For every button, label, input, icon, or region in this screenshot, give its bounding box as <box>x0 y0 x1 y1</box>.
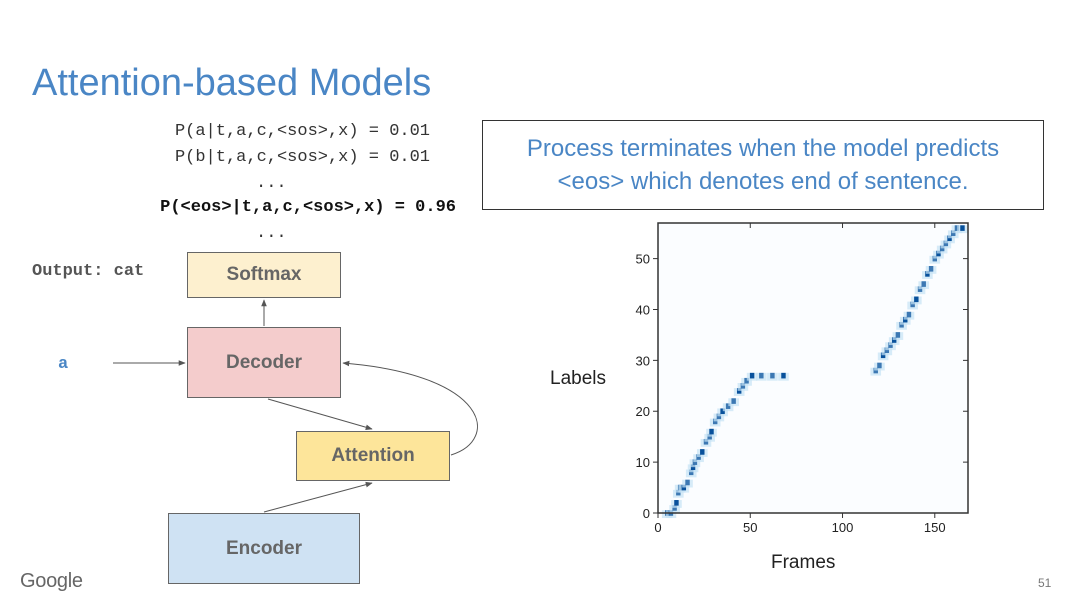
slide-title: Attention-based Models <box>32 62 432 104</box>
google-logo: Google <box>20 570 83 592</box>
x-tick-label: 0 <box>654 520 661 535</box>
heat-cell <box>690 464 696 471</box>
heat-cell <box>700 449 705 455</box>
heat-cell <box>932 255 937 262</box>
prob-ellipsis-2: ... <box>256 224 287 243</box>
softmax-box: Softmax <box>187 252 341 298</box>
heat-cell <box>725 403 731 409</box>
heat-cell <box>936 250 941 257</box>
callout-box: Process terminates when the model predic… <box>482 120 1044 210</box>
heat-cell <box>681 484 687 491</box>
prob-ellipsis-1: ... <box>256 174 287 193</box>
heat-cell <box>928 265 934 272</box>
prob-line-eos: P(<eos>|t,a,c,<sos>,x) = 0.96 <box>160 198 456 217</box>
heat-cell <box>716 413 722 420</box>
attention-box: Attention <box>296 431 450 481</box>
heat-cell <box>674 500 679 506</box>
heat-cell <box>921 281 926 287</box>
y-tick-label: 0 <box>643 506 650 521</box>
heat-cell <box>899 321 904 328</box>
heat-cell <box>951 230 956 236</box>
callout-line-1: Process terminates when the model predic… <box>526 135 1000 162</box>
x-tick-label: 50 <box>743 520 757 535</box>
output-label: Output: cat <box>32 262 145 281</box>
heat-cell <box>703 438 709 445</box>
decoder-box: Decoder <box>187 327 341 398</box>
callout-line-2: <eos> which denotes end of sentence. <box>557 168 969 195</box>
heat-cell <box>906 311 912 318</box>
y-tick-label: 40 <box>636 302 650 317</box>
plot-area <box>658 223 968 513</box>
heat-cell <box>770 372 775 379</box>
heat-cell <box>903 316 908 323</box>
heat-cell <box>917 286 923 292</box>
y-tick-label: 30 <box>636 353 650 368</box>
heat-cell <box>749 372 755 379</box>
y-tick-label: 10 <box>636 455 650 470</box>
heat-cell <box>943 240 949 247</box>
arrow-encoder-attention <box>263 481 373 513</box>
x-tick-label: 100 <box>832 520 854 535</box>
prob-line-b: P(b|t,a,c,<sos>,x) = 0.01 <box>174 148 430 167</box>
heat-cell <box>676 489 681 496</box>
y-tick-label: 50 <box>636 252 650 267</box>
heat-cell <box>947 235 952 242</box>
heat-cell <box>877 362 882 369</box>
heat-cell <box>720 408 725 415</box>
heat-cell <box>731 398 736 404</box>
prob-line-a: P(a|t,a,c,<sos>,x) = 0.01 <box>174 122 430 141</box>
heat-cell <box>880 352 886 359</box>
heat-cell <box>891 337 897 343</box>
arrow-attention-decoder <box>342 360 478 456</box>
x-tick-label: 150 <box>924 520 946 535</box>
heat-cell <box>895 332 901 338</box>
attention-heatmap: 0 50 100 150 0 10 20 30 40 50 <box>636 222 969 535</box>
input-label: a <box>58 355 69 374</box>
heat-cell <box>960 225 965 231</box>
heat-cell <box>689 469 694 476</box>
heat-cell <box>925 271 930 277</box>
heat-cell <box>759 372 764 379</box>
heat-cell <box>709 428 714 435</box>
heat-cell <box>873 367 878 374</box>
heat-cell <box>884 347 890 353</box>
heat-cell <box>692 459 698 465</box>
arrow-decoder-attention <box>267 398 373 430</box>
heat-cell <box>954 225 960 231</box>
heat-cell <box>744 377 749 384</box>
heat-cell <box>685 479 690 486</box>
heat-cell <box>914 296 919 303</box>
heat-cell <box>888 342 893 348</box>
heat-cell <box>712 418 718 425</box>
y-axis-label: Labels <box>550 368 606 389</box>
heat-cell <box>736 388 742 394</box>
heat-cell <box>910 301 915 308</box>
heat-cell <box>672 505 677 511</box>
heat-cell <box>740 383 746 389</box>
heat-cell <box>781 372 786 379</box>
heat-cell <box>939 245 945 252</box>
encoder-box: Encoder <box>168 513 360 584</box>
page-number: 51 <box>1038 576 1052 590</box>
plot-frame <box>657 222 969 514</box>
x-axis-label: Frames <box>771 552 836 573</box>
heat-cell <box>707 433 712 440</box>
y-tick-label: 20 <box>636 404 650 419</box>
heat-cell <box>696 454 701 460</box>
